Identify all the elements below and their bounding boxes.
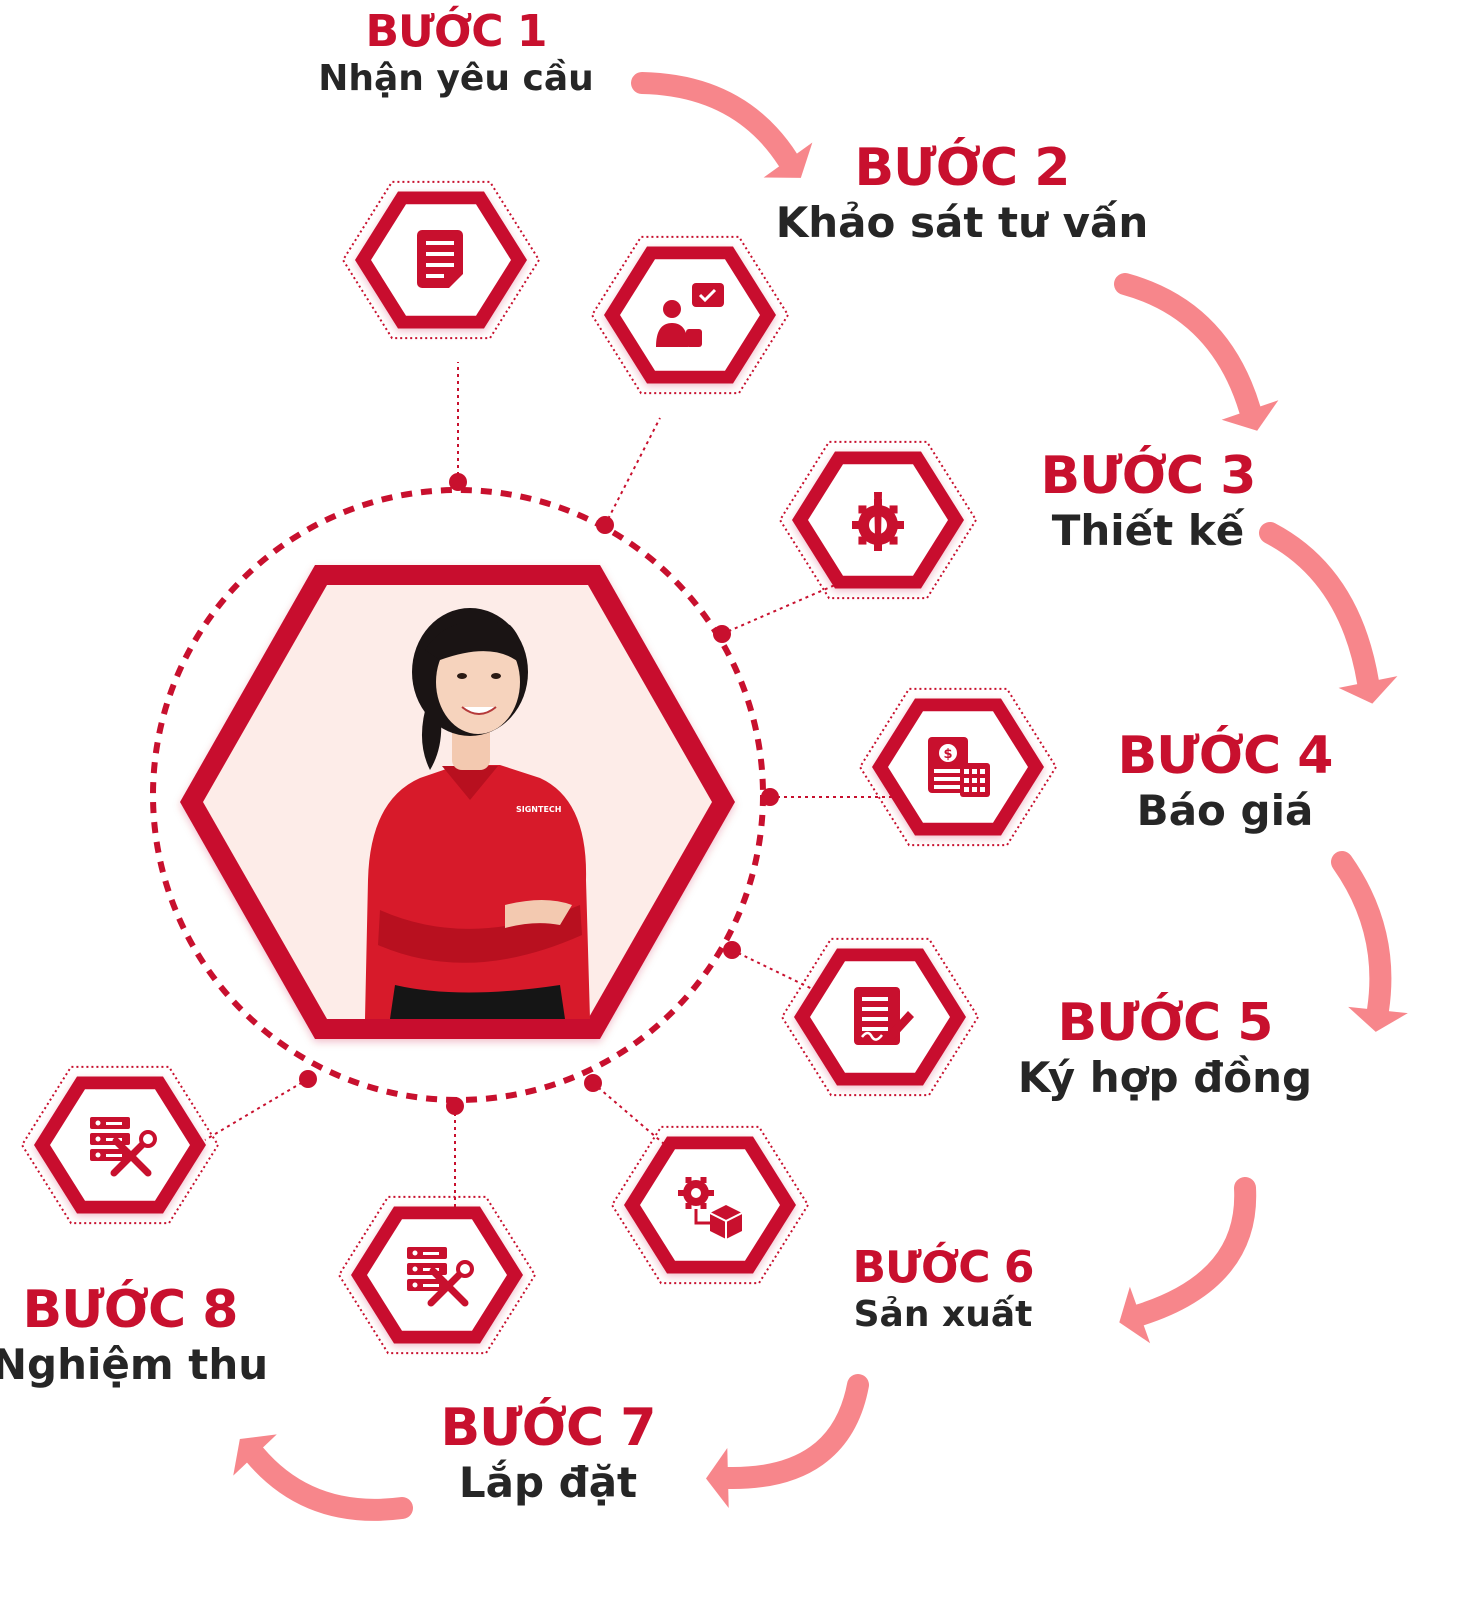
- connector-3: [721, 584, 836, 635]
- flow-arrow-7: [233, 1434, 413, 1521]
- step-6-label: BƯỚC 6: [852, 1242, 1035, 1293]
- step-8-label: BƯỚC 8: [22, 1280, 239, 1340]
- install-tools-icon: [407, 1247, 474, 1307]
- connectors: [204, 362, 892, 1230]
- orbit-dot-2: [596, 516, 614, 534]
- step-1-title: Nhận yêu cầu: [318, 58, 594, 100]
- svg-text:$: $: [943, 747, 952, 762]
- acceptance-tools-icon: [90, 1117, 157, 1177]
- orbit-dot-1: [449, 473, 467, 491]
- flow-arrow-2: [1114, 273, 1279, 431]
- flow-arrow-1: [631, 72, 813, 178]
- step-6-title: Sản xuất: [853, 1294, 1033, 1336]
- woman-portrait: SIGNTECH: [365, 608, 590, 1019]
- orbit-dot-4: [761, 788, 779, 806]
- step-7-title: Lắp đặt: [458, 1458, 638, 1508]
- connector-8: [204, 1078, 309, 1141]
- orbit-dots: [299, 473, 779, 1115]
- step-5-hexagon: [780, 937, 980, 1097]
- step-3-title: Thiết kế: [1051, 506, 1245, 556]
- step-1-hexagon: [341, 180, 541, 340]
- step-5-title: Ký hợp đồng: [1017, 1053, 1313, 1103]
- shirt-shape: [365, 765, 590, 1019]
- step-2-title: Khảo sát tư vấn: [775, 198, 1149, 248]
- connector-2: [604, 417, 661, 526]
- flow-arrow-4: [1331, 851, 1408, 1032]
- step-2-hexagon: [590, 235, 790, 395]
- document-icon: [417, 230, 465, 288]
- flow-arrow-6: [706, 1374, 869, 1508]
- step-4-label: BƯỚC 4: [1117, 726, 1334, 786]
- step-7-label: BƯỚC 7: [440, 1398, 657, 1458]
- design-gear-icon: [852, 492, 904, 551]
- step-1-label: BƯỚC 1: [365, 6, 548, 57]
- connector-5: [731, 949, 836, 1001]
- step-5-label: BƯỚC 5: [1057, 993, 1274, 1053]
- orbit-dot-8: [299, 1070, 317, 1088]
- orbit-dot-6: [584, 1074, 602, 1092]
- flow-arrows: [233, 72, 1408, 1521]
- step-6-hexagon: [610, 1125, 810, 1285]
- flow-arrow-5: [1119, 1177, 1257, 1344]
- quote-calculator-icon: $: [928, 737, 990, 797]
- step-7-hexagon: [337, 1195, 537, 1355]
- step-3-label: BƯỚC 3: [1040, 446, 1257, 506]
- step-4-hexagon: $: [858, 687, 1058, 847]
- step-8-title: Nghiệm thu: [0, 1340, 269, 1390]
- step-8-hexagon: [20, 1065, 220, 1225]
- step-2-label: BƯỚC 2: [854, 138, 1071, 198]
- orbit-dot-5: [723, 941, 741, 959]
- shirt-logo: SIGNTECH: [516, 805, 562, 814]
- step-3-hexagon: [778, 440, 978, 600]
- contract-sign-icon: [854, 987, 914, 1045]
- production-gear-box-icon: [678, 1177, 743, 1239]
- orbit-dot-3: [713, 625, 731, 643]
- orbit-dot-7: [446, 1097, 464, 1115]
- arms-shape: [378, 905, 582, 963]
- flow-arrow-3: [1259, 522, 1398, 704]
- step-4-title: Báo giá: [1136, 786, 1314, 836]
- consultation-chat-icon: [656, 283, 724, 347]
